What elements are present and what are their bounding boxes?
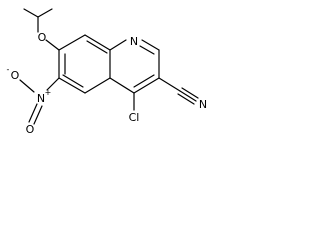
bond-nitro-n-o-top: [19, 79, 35, 93]
bond-c8a-n1: [109, 39, 127, 51]
bond-nitro-n-o-left-1: [28, 103, 38, 123]
bond-o-ring: [45, 39, 60, 51]
bond-c6-nitro-n: [46, 77, 60, 91]
bond-c8-c8a: [84, 34, 111, 51]
bond-nitro-n-o-left-2: [33, 105, 43, 125]
nitro-oxygen-left-label: O: [26, 123, 35, 136]
nitro-plus-charge: +: [45, 88, 52, 97]
isopropyl-group: [23, 8, 53, 33]
bond-c8-c8a-inner: [86, 40, 108, 54]
bond-n1-c2: [141, 39, 160, 51]
nitro-nitrogen-label: N: [37, 92, 45, 105]
bond-c3-cn: [158, 77, 181, 92]
ring-nitrogen-label: N: [130, 35, 138, 48]
pyridine-ring: [109, 39, 160, 94]
bond-c7-c8: [58, 34, 86, 51]
bond-c5-c6-inner: [62, 74, 84, 88]
bond-c3-c4-inner: [133, 74, 155, 88]
bond-methyl-2: [37, 8, 53, 18]
molecule-canvas: N O N + O - O Cl N: [0, 0, 223, 144]
bond-n1-c2-inner: [139, 45, 155, 55]
bond-c5-c6: [58, 77, 86, 94]
bond-c3-c4: [133, 77, 160, 94]
nitro-group: [19, 77, 60, 125]
nitro-oxygen-top-label: O: [11, 69, 20, 82]
bond-methyl-1: [23, 8, 39, 18]
benzene-ring: [58, 34, 111, 94]
bond-c4a-c5: [84, 77, 111, 94]
bond-c4-c4a: [109, 77, 135, 94]
ether-oxygen-label: O: [38, 31, 47, 44]
nitro-minus-charge: -: [7, 65, 10, 74]
nitrile-group: [158, 77, 199, 105]
chlorine-label: Cl: [129, 111, 140, 124]
nitrile-nitrogen-label: N: [199, 98, 207, 111]
bond-cn-triple-3: [177, 93, 195, 105]
bond-cn-triple-1: [179, 90, 197, 102]
chemical-structure: N O N + O - O Cl N: [7, 8, 207, 136]
bond-cn-triple-2: [181, 87, 199, 99]
